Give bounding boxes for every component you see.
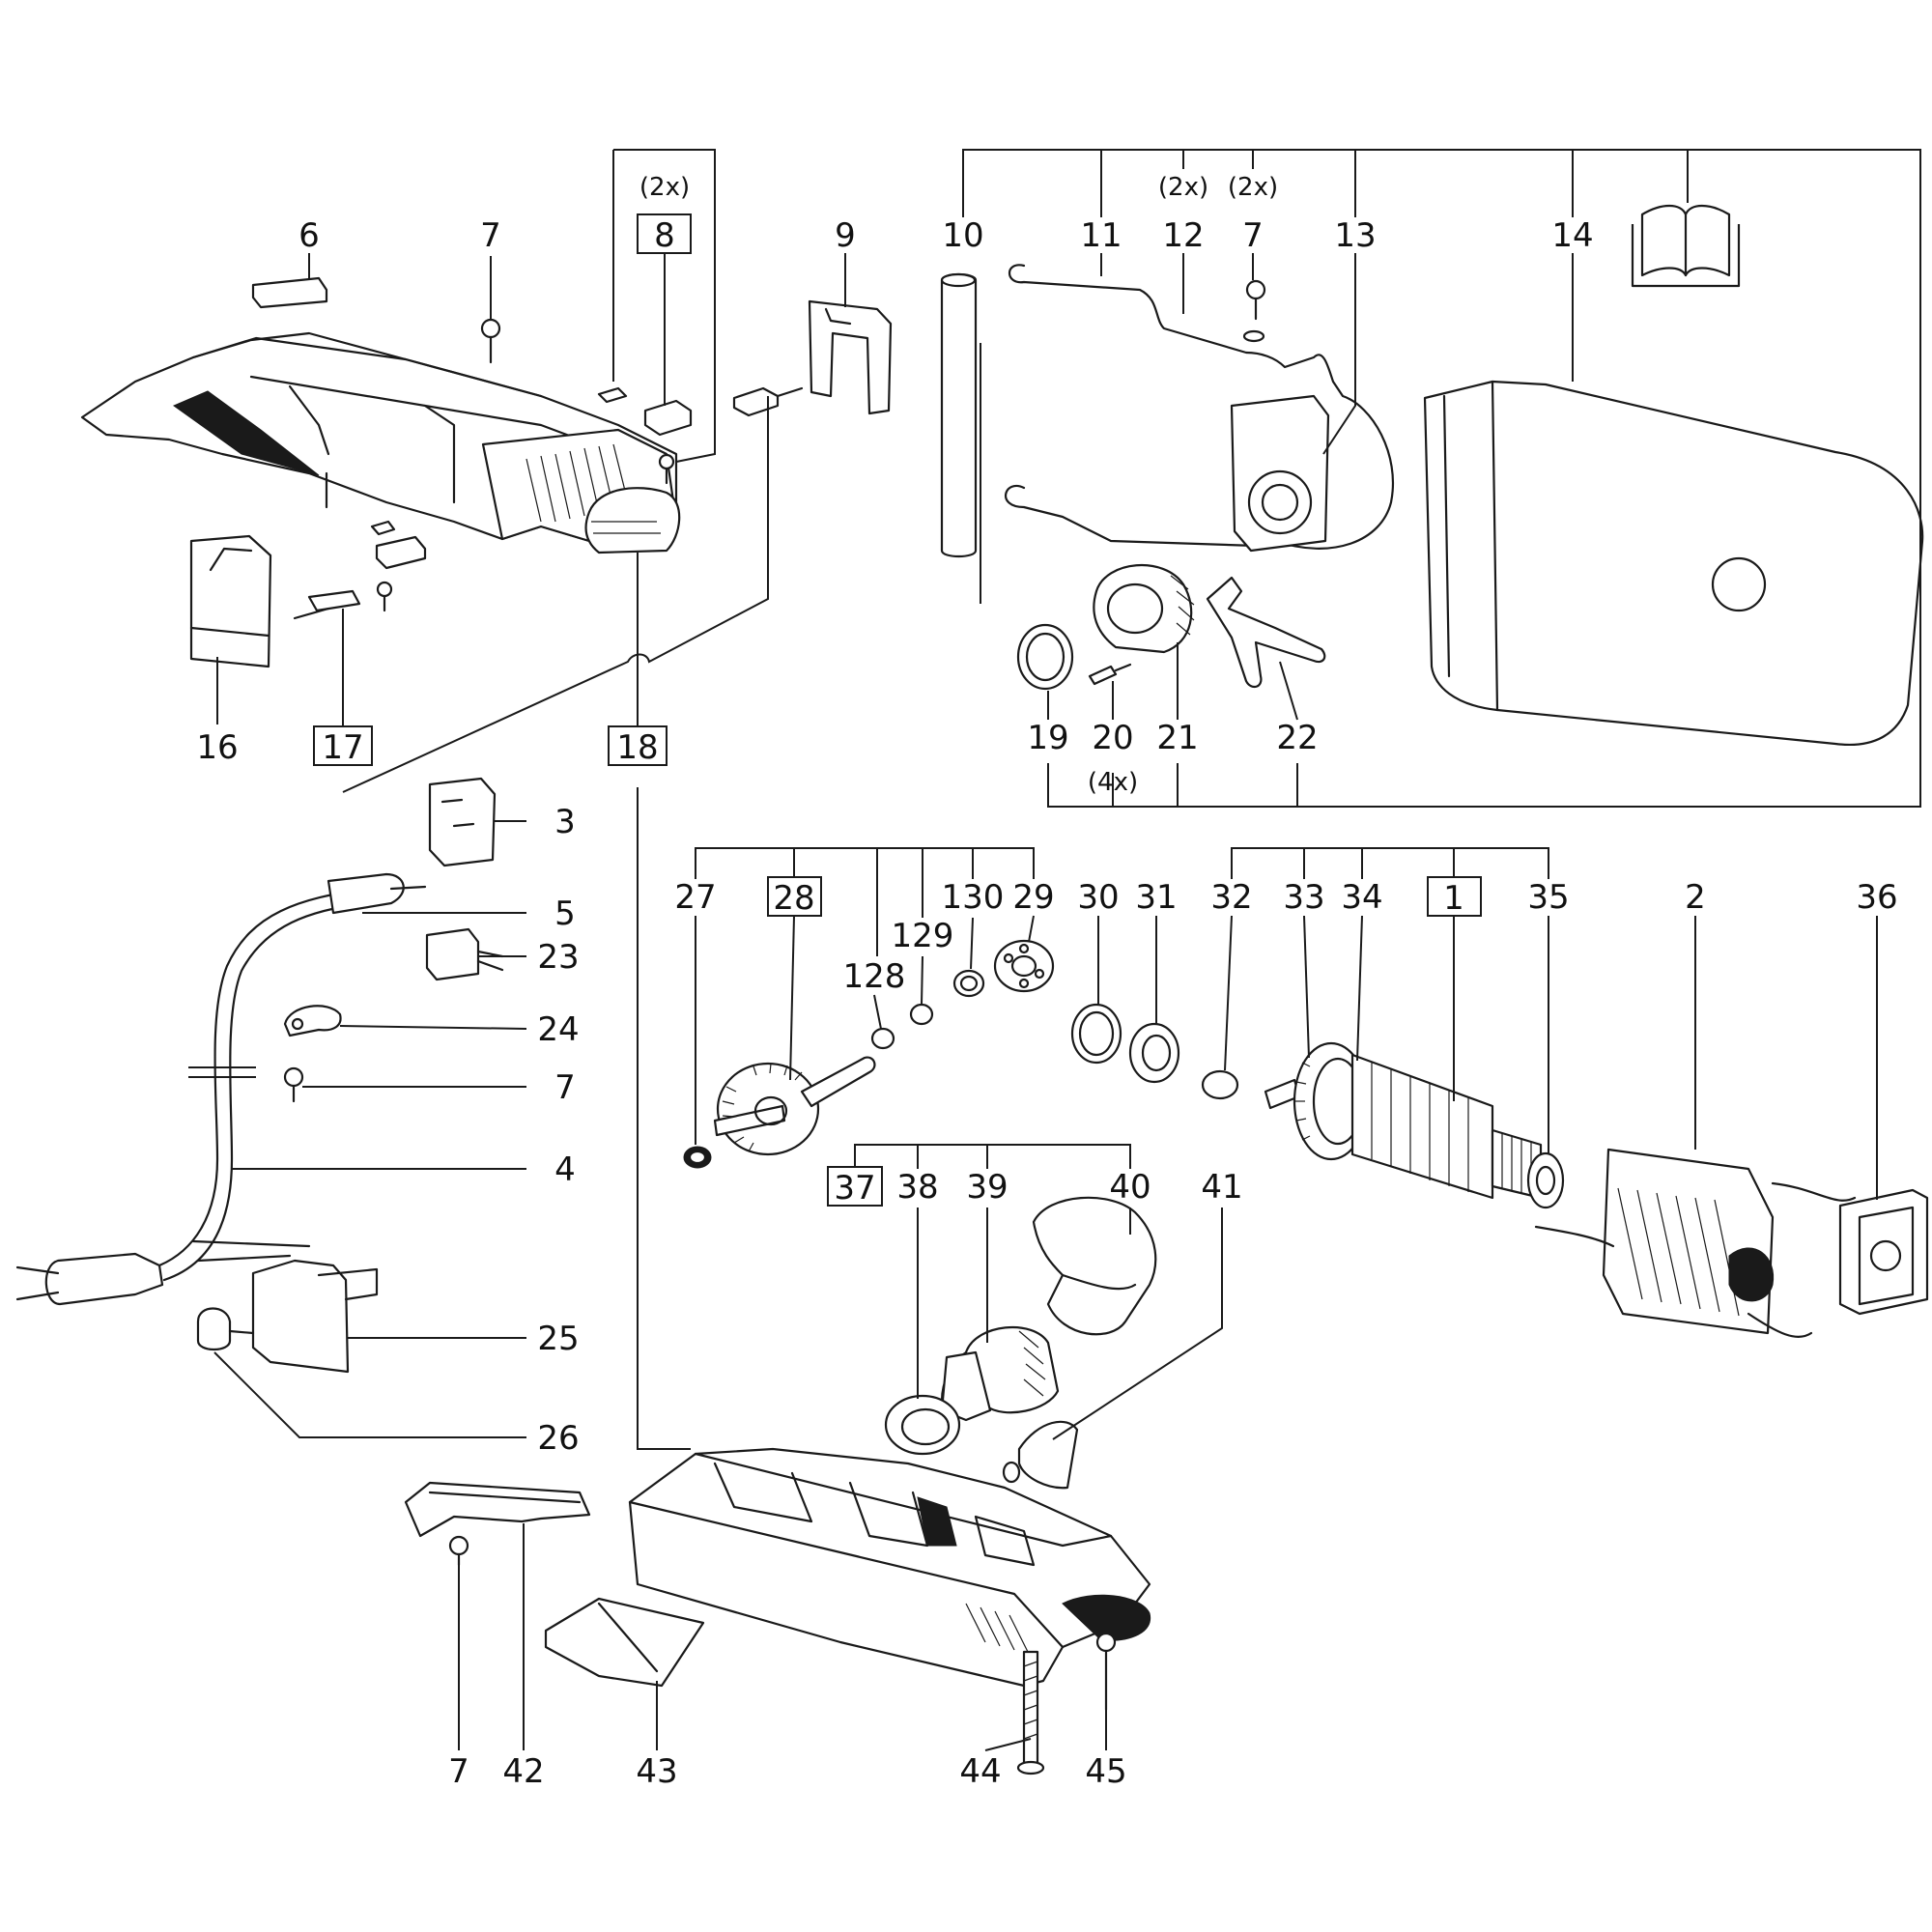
quantity-label-12: (2x): [1158, 173, 1208, 202]
callout-label-43: 43: [636, 1752, 677, 1791]
callout-label-1: 1: [1443, 879, 1464, 918]
boxed-callout-8: 8: [637, 213, 692, 255]
quantity-label-8: (2x): [639, 173, 690, 202]
callout-label-42: 42: [502, 1752, 544, 1791]
quantity-label-20: (4x): [1088, 768, 1138, 797]
leader-lines-shaft: [695, 847, 1157, 1145]
leader-lines-left: [188, 820, 527, 1438]
boxed-callout-18: 18: [608, 725, 668, 767]
callout-numbers: (2x) (2x) (2x) (4x) 6 7 9 10 11 12 7 13 …: [196, 173, 1897, 1791]
callout-label-7-frame: 7: [1242, 216, 1264, 255]
callout-label-3: 3: [554, 803, 576, 841]
callout-label-10: 10: [942, 216, 983, 255]
motor-assembly: [1201, 1041, 1929, 1338]
callout-label-40: 40: [1109, 1168, 1151, 1207]
leader-lines-base: [458, 1523, 1107, 1751]
callout-label-7-base: 7: [448, 1752, 469, 1791]
boxed-callout-37: 37: [827, 1166, 883, 1208]
callout-label-4: 4: [554, 1151, 576, 1189]
callout-label-26: 26: [537, 1419, 579, 1458]
callout-label-19: 19: [1027, 719, 1068, 757]
callout-label-38: 38: [896, 1168, 938, 1207]
callout-label-33: 33: [1283, 878, 1324, 917]
callout-label-34: 34: [1341, 878, 1382, 917]
callout-label-22: 22: [1276, 719, 1318, 757]
callout-label-23: 23: [537, 938, 579, 977]
quantity-label-7-top: (2x): [1228, 173, 1278, 202]
callout-label-35: 35: [1527, 878, 1569, 917]
callout-label-41: 41: [1201, 1168, 1242, 1207]
leader-lines-extraction: [854, 1144, 1223, 1440]
callout-label-44: 44: [959, 1752, 1001, 1791]
base-housing-assembly: [404, 1447, 1151, 1776]
callout-label-31: 31: [1135, 878, 1177, 917]
callout-label-8: 8: [654, 216, 675, 255]
leader-lines-motor: [1224, 847, 1878, 1200]
callout-label-14: 14: [1551, 216, 1593, 255]
callout-label-2: 2: [1685, 878, 1706, 917]
callout-label-24: 24: [537, 1010, 579, 1049]
callout-label-9: 9: [835, 216, 856, 255]
callout-label-30: 30: [1077, 878, 1119, 917]
gear-shaft-assembly: [683, 939, 1180, 1169]
callout-label-39: 39: [966, 1168, 1008, 1207]
leader-lines-upper-left: [216, 149, 846, 1450]
callout-label-21: 21: [1156, 719, 1198, 757]
callout-label-32: 32: [1210, 878, 1252, 917]
boxed-callout-17: 17: [313, 725, 373, 767]
callout-label-17: 17: [322, 728, 363, 767]
callout-label-18: 18: [616, 728, 658, 767]
callout-label-7-cover: 7: [480, 216, 501, 255]
extraction-assembly: [884, 1196, 1157, 1490]
housing-cover-assembly: [80, 276, 893, 668]
boxed-callout-28: 28: [767, 876, 822, 918]
callout-label-36: 36: [1856, 878, 1897, 917]
cable-and-electronics: [15, 777, 504, 1374]
callout-label-128: 128: [843, 957, 906, 996]
callout-label-13: 13: [1334, 216, 1376, 255]
callout-label-37: 37: [834, 1169, 875, 1208]
callout-label-28: 28: [773, 879, 814, 918]
boxed-callout-1: 1: [1427, 876, 1482, 918]
callout-label-129: 129: [892, 917, 954, 955]
leader-lines-upper-right: [962, 149, 1921, 808]
callout-label-11: 11: [1080, 216, 1122, 255]
callout-label-16: 16: [196, 728, 238, 767]
callout-label-27: 27: [674, 878, 716, 917]
callout-label-20: 20: [1092, 719, 1133, 757]
upper-right-assembly: [940, 204, 1924, 746]
callout-label-45: 45: [1085, 1752, 1126, 1791]
callout-label-25: 25: [537, 1320, 579, 1358]
manual-book-icon: [1631, 204, 1741, 288]
callout-label-130: 130: [942, 878, 1005, 917]
callout-label-12: 12: [1162, 216, 1204, 255]
callout-label-29: 29: [1012, 878, 1054, 917]
callout-label-6: 6: [298, 216, 320, 255]
callout-label-7-cable: 7: [554, 1068, 576, 1107]
callout-label-5: 5: [554, 895, 576, 933]
